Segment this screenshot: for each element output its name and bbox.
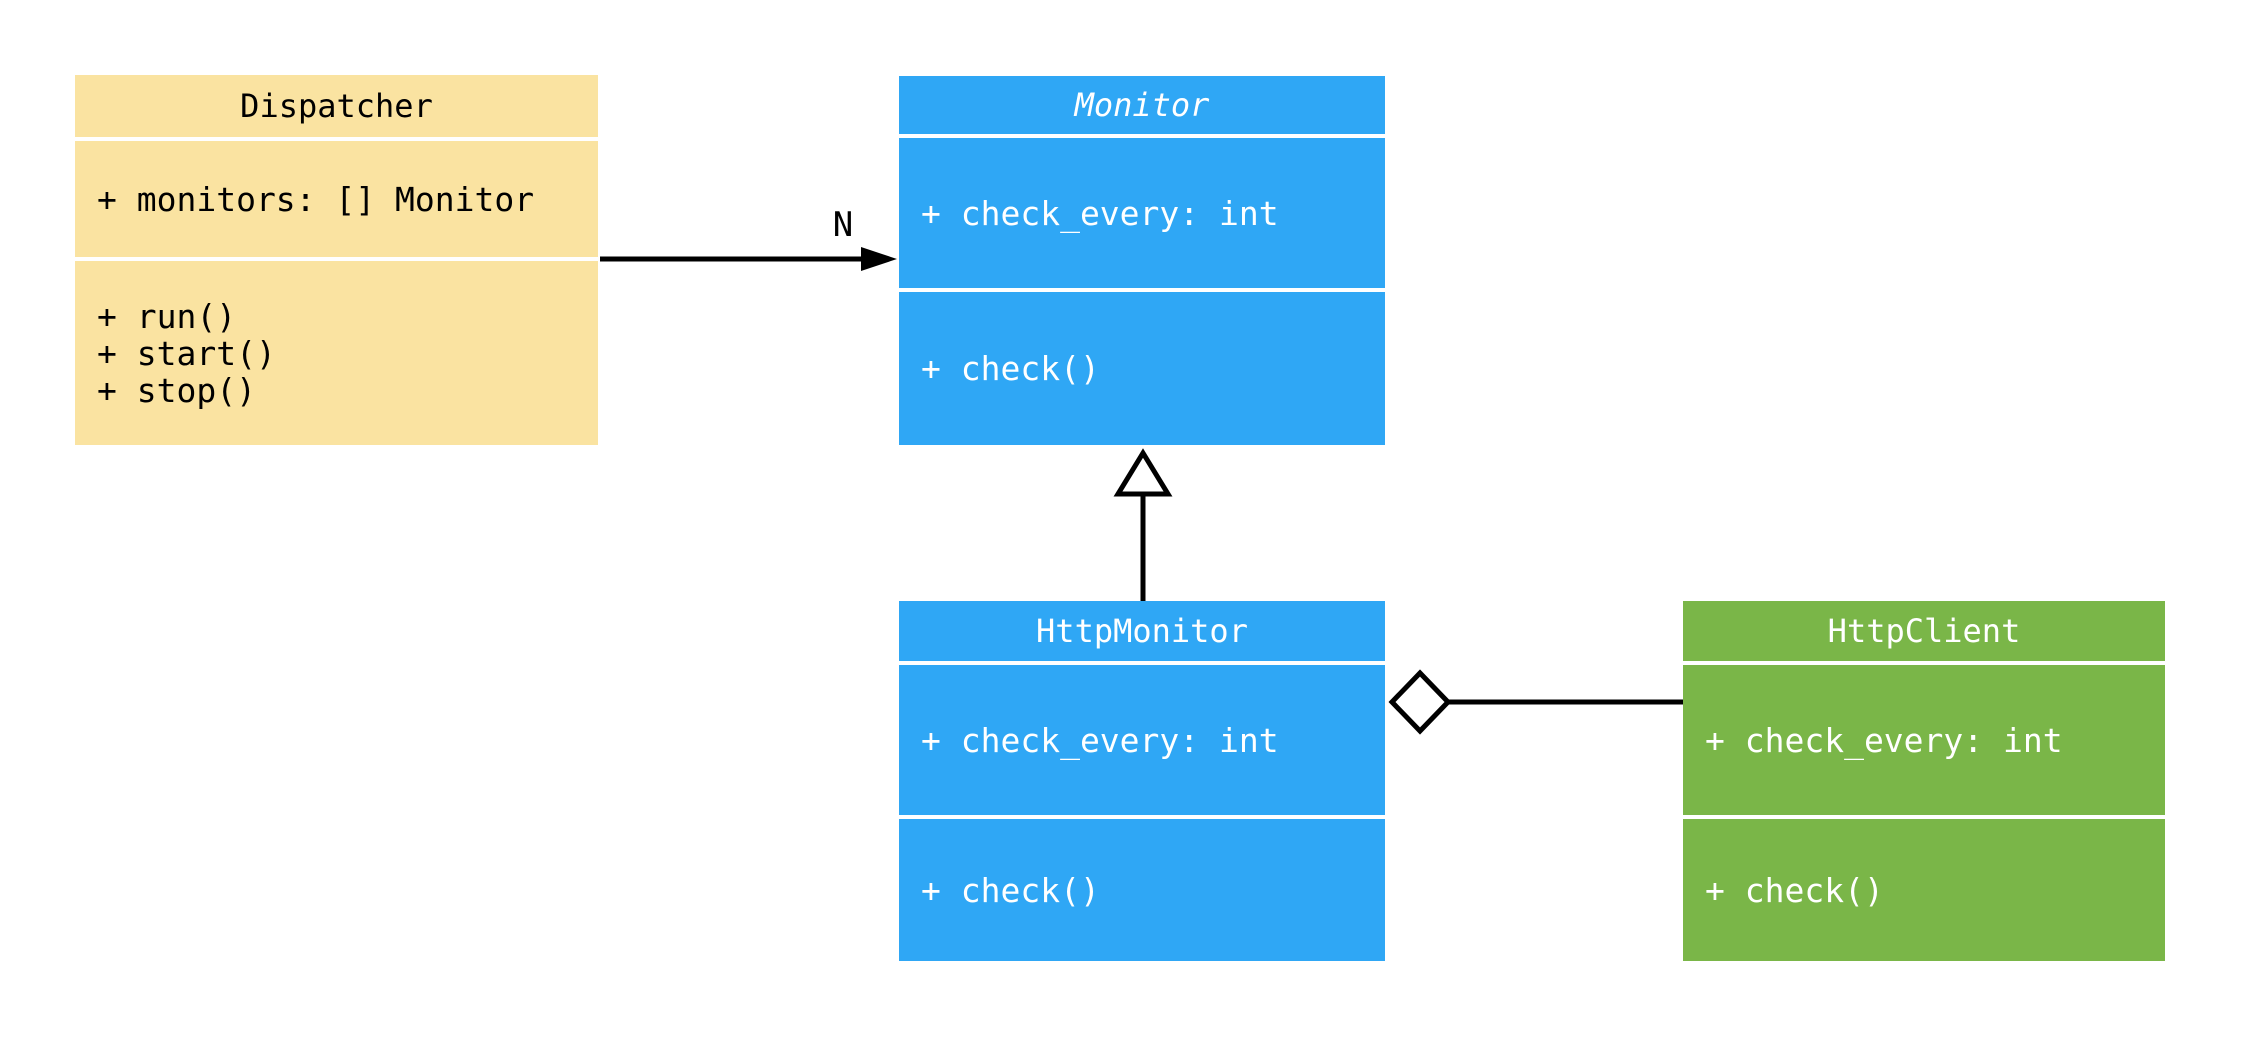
class-attributes-section: + check_every: int xyxy=(899,138,1385,288)
class-attributes-section: + check_every: int xyxy=(1683,665,2165,815)
class-method: + run() xyxy=(97,296,237,336)
class-attribute: + check_every: int xyxy=(1705,720,2063,760)
class-title: Monitor xyxy=(899,76,1385,134)
class-methods-section: + check() xyxy=(899,819,1385,961)
class-attribute: + check_every: int xyxy=(921,720,1279,760)
class-box-monitor: Monitor + check_every: int + check() xyxy=(899,76,1385,445)
class-method: + start() xyxy=(97,333,276,373)
class-title: HttpMonitor xyxy=(899,601,1385,661)
class-attributes-section: + monitors: [] Monitor xyxy=(75,141,598,257)
class-methods-section: + check() xyxy=(1683,819,2165,961)
class-title: HttpClient xyxy=(1683,601,2165,661)
class-attribute: + check_every: int xyxy=(921,193,1279,233)
class-attribute: + monitors: [] Monitor xyxy=(97,179,535,219)
aggregation-diamond-icon xyxy=(1388,669,1452,735)
class-method: + check() xyxy=(1705,870,1884,910)
class-box-httpclient: HttpClient + check_every: int + check() xyxy=(1683,601,2165,961)
association-arrowhead-icon xyxy=(861,247,897,271)
multiplicity-label: N xyxy=(832,205,854,245)
class-box-httpmonitor: HttpMonitor + check_every: int + check() xyxy=(899,601,1385,961)
class-method: + check() xyxy=(921,349,1100,388)
class-methods-section: + check() xyxy=(899,292,1385,445)
class-title: Dispatcher xyxy=(75,75,598,137)
class-method: + check() xyxy=(921,870,1100,910)
class-method: + stop() xyxy=(97,370,256,410)
class-box-dispatcher: Dispatcher + monitors: [] Monitor + run(… xyxy=(75,75,598,445)
inheritance-triangle-icon xyxy=(1113,448,1173,497)
class-attributes-section: + check_every: int xyxy=(899,665,1385,815)
class-methods-section: + run() + start() + stop() xyxy=(75,261,598,445)
